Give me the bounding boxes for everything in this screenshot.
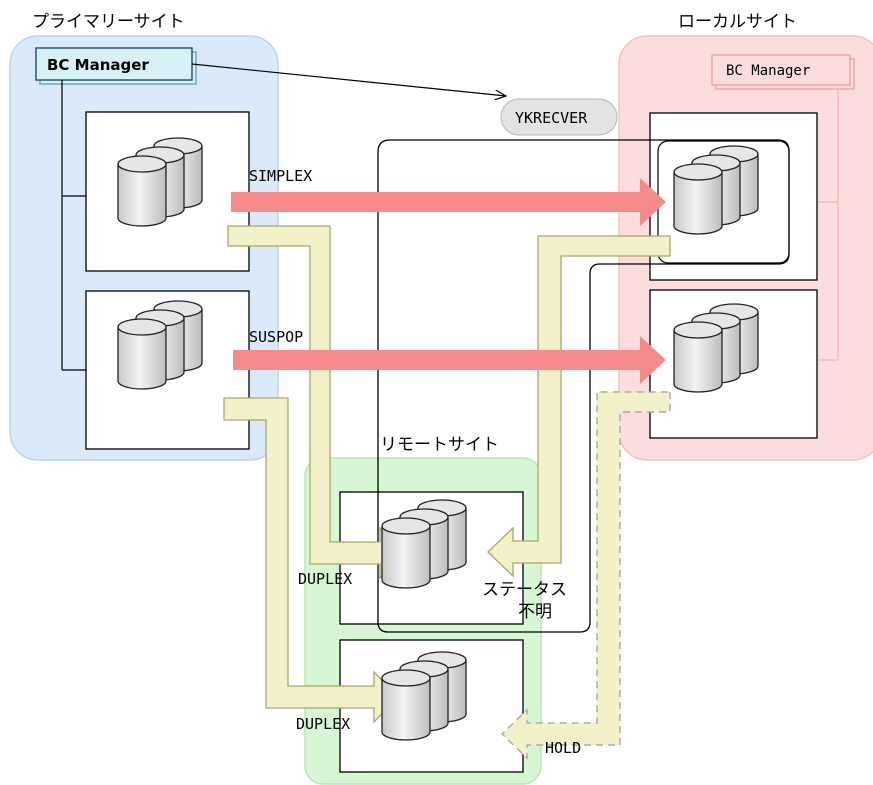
local-connector-lines	[818, 89, 839, 361]
simplex-label: SIMPLEX	[249, 167, 312, 185]
local-site-title: ローカルサイト	[678, 12, 797, 32]
primary-connector-lines	[61, 80, 86, 371]
primary-bc-manager-label: BC Manager	[47, 56, 149, 74]
hold-label: HOLD	[545, 739, 581, 757]
suspop-label: SUSPOP	[249, 328, 303, 346]
remote-site-title: リモートサイト	[380, 435, 499, 455]
suspop-arrow	[233, 336, 666, 384]
ykrecver-label: YKRECVER	[515, 109, 588, 127]
primary-site-title: プライマリーサイト	[32, 12, 185, 32]
primary-bc-manager: BC Manager	[35, 47, 197, 85]
hold-arrow	[500, 391, 671, 760]
duplex-label-upper: DUPLEX	[298, 570, 352, 588]
local-bc-manager-label: BC Manager	[726, 63, 810, 79]
local-bc-manager: BC Manager	[711, 54, 855, 90]
ykrecver-command: YKRECVER	[500, 98, 618, 136]
manager-command-arrow	[191, 63, 506, 96]
duplex-label-lower: DUPLEX	[296, 715, 350, 733]
unknown-status-arrow	[487, 235, 671, 578]
simplex-arrow	[231, 178, 666, 226]
unknown-status-label-line1: ステータス	[482, 580, 567, 600]
unknown-status-label-line2: 不明	[518, 602, 552, 622]
